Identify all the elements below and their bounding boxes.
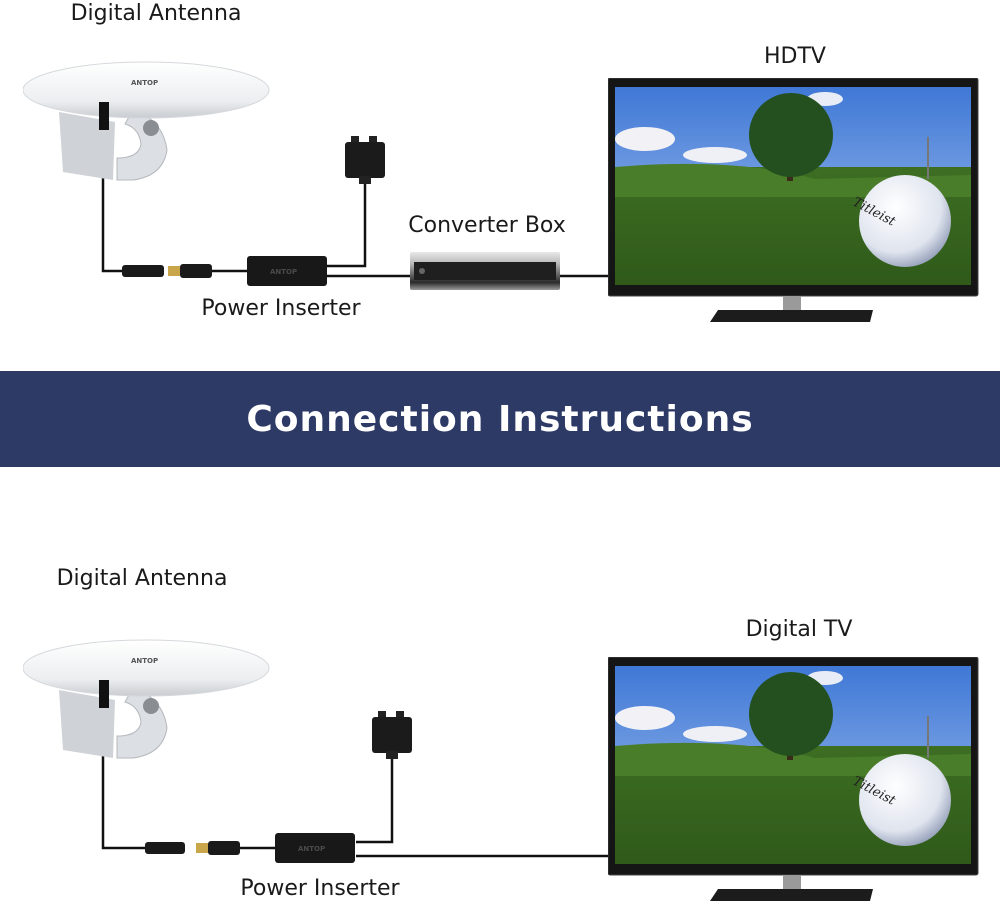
digital-antenna-label: Digital Antenna (70, 1, 242, 26)
coax-connector-body (208, 841, 240, 855)
coax-connector-body (180, 264, 212, 278)
digital-tv-image (608, 657, 978, 901)
antenna-brand-logo: ANTOP (131, 79, 158, 87)
converter-box-label: Converter Box (408, 213, 566, 238)
gold-connector (168, 266, 180, 276)
bottom-cables (101, 705, 612, 858)
antenna-brand-logo: ANTOP (131, 657, 158, 665)
connection-instructions-banner: Connection Instructions (0, 371, 1000, 467)
hdtv-label: HDTV (764, 44, 826, 69)
inserter-brand-logo: ANTOP (270, 268, 297, 276)
power-adapter-image (372, 711, 412, 759)
power-inserter-label: Power Inserter (240, 876, 400, 901)
banner-title: Connection Instructions (246, 398, 754, 440)
coax-connector (145, 842, 185, 854)
power-adapter-image (345, 136, 385, 184)
converter-box-image (410, 252, 560, 290)
hdtv-image (608, 78, 978, 322)
digital-tv-label: Digital TV (745, 617, 853, 642)
gold-connector (196, 843, 208, 853)
inserter-brand-logo: ANTOP (298, 845, 325, 853)
digital-antenna-label: Digital Antenna (56, 566, 228, 591)
coax-connector (122, 265, 164, 277)
power-inserter-label: Power Inserter (201, 296, 361, 321)
